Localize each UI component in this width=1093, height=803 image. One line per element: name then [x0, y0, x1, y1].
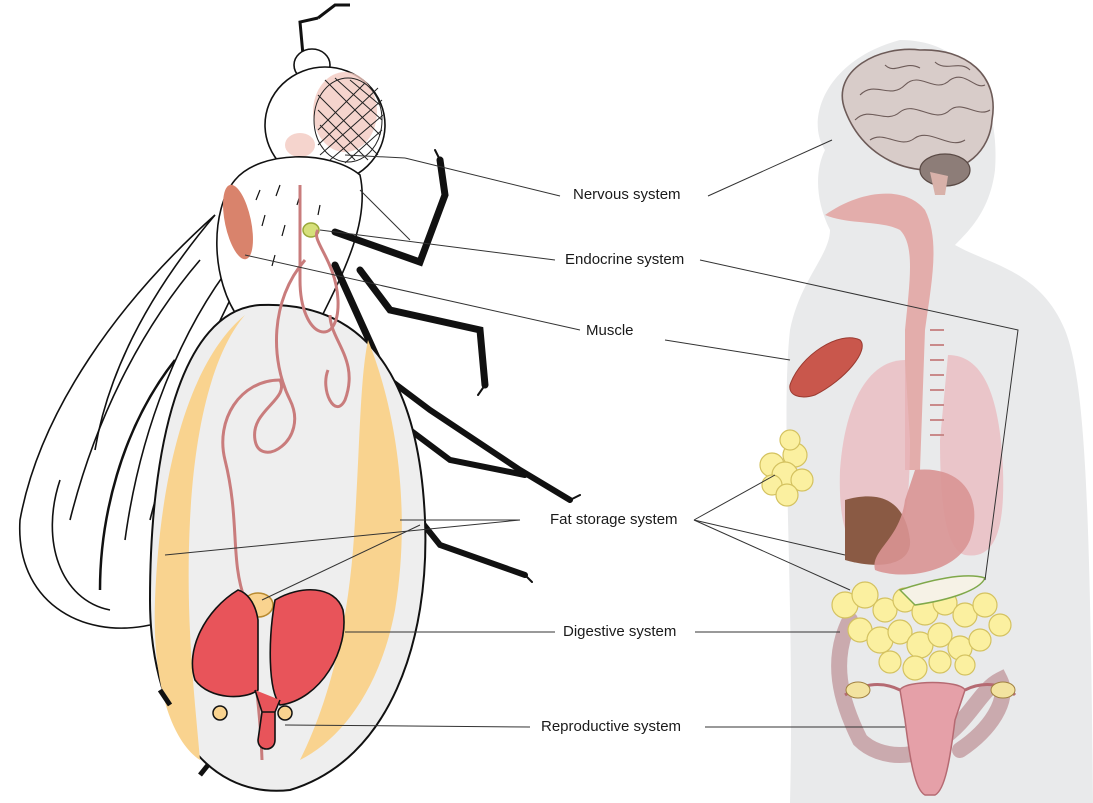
endocrine-leader — [320, 230, 555, 260]
fly-spermatheca-left — [213, 706, 227, 720]
label-muscle: Muscle — [586, 322, 634, 339]
human-silhouette — [760, 40, 1093, 803]
label-fat-storage-system: Fat storage system — [550, 511, 678, 528]
fly-diagram — [20, 5, 580, 791]
label-digestive-system: Digestive system — [563, 623, 676, 640]
fly-spermatheca-right — [278, 706, 292, 720]
label-reproductive-system: Reproductive system — [541, 718, 681, 735]
label-nervous-system: Nervous system — [573, 186, 681, 203]
label-endocrine-system: Endocrine system — [565, 251, 684, 268]
nervous-leader — [405, 158, 560, 196]
